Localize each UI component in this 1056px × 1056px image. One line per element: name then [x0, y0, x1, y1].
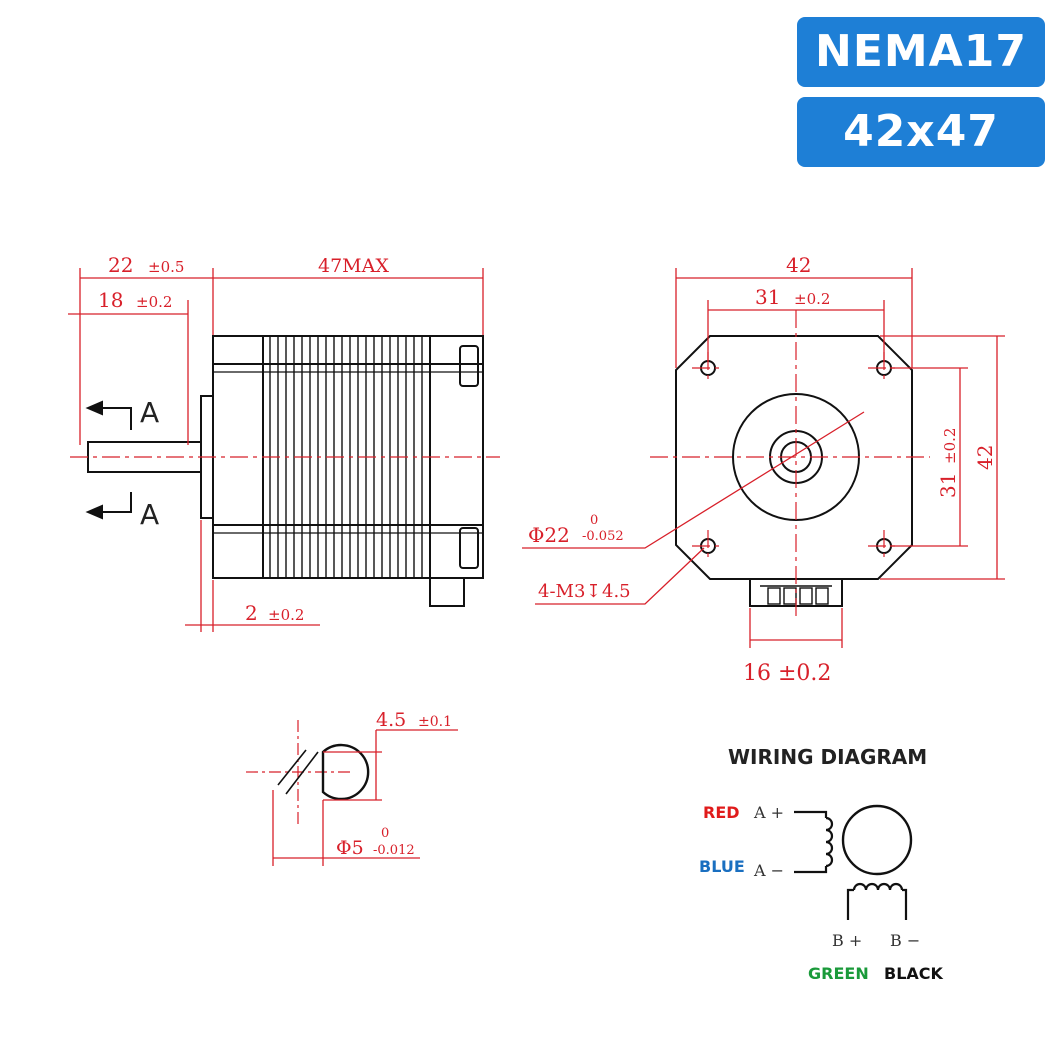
dim-boss-diameter: Φ22 — [528, 523, 570, 547]
dim-flat-length-tol: ±0.2 — [136, 293, 172, 311]
dim-boss-tol-lower: -0.052 — [582, 529, 624, 544]
terminal-a-plus: A + — [753, 803, 784, 822]
dim-hole-depth-symbol: ↧ — [586, 581, 601, 602]
dim-boss-depth-tol: ±0.2 — [268, 606, 304, 624]
side-view — [87, 335, 484, 607]
front-centerlines — [650, 310, 930, 620]
model-badge: NEMA17 — [797, 17, 1045, 87]
wire-label-blue: BLUE — [699, 857, 745, 876]
front-flange — [675, 335, 913, 580]
dim-width: 42 — [786, 253, 811, 277]
section-label-top: A — [140, 396, 159, 429]
screw-bottom — [459, 527, 479, 569]
dim-shaft-tol-upper: 0 — [381, 826, 389, 841]
wiring-diagram: WIRING DIAGRAM A + A − B + B − RED BLUE … — [699, 745, 944, 983]
size-badge: 42x47 — [797, 97, 1045, 167]
wire-label-green: GREEN — [808, 964, 869, 983]
front-view — [675, 335, 913, 607]
dim-boss-depth: 2 — [245, 601, 258, 625]
shaft-section-view — [246, 720, 458, 866]
dim-flat-length: 18 — [98, 288, 123, 312]
side-dimension-lines — [68, 268, 484, 632]
section-arrows — [85, 400, 132, 520]
dim-hole-depth: 4.5 — [602, 581, 631, 602]
wire-label-black: BLACK — [884, 964, 944, 983]
dim-height: 42 — [973, 445, 997, 470]
wire-label-red: RED — [703, 803, 740, 822]
dim-connector-width: 16 ±0.2 — [743, 661, 831, 686]
dim-hole-spacing-x-tol: ±0.2 — [794, 290, 830, 308]
rotor-circle — [841, 804, 913, 876]
dim-shaft-flat: 4.5 — [376, 709, 406, 731]
terminal-b-plus: B + — [832, 931, 862, 950]
dim-boss-tol-upper: 0 — [590, 513, 598, 528]
connector-side — [429, 577, 465, 607]
wiring-title: WIRING DIAGRAM — [728, 745, 927, 769]
dim-holes: 4-M3 — [538, 581, 585, 602]
coil-a — [794, 810, 834, 874]
terminal-a-minus: A − — [753, 861, 784, 880]
dim-shaft-tol-lower: -0.012 — [373, 843, 415, 858]
dim-shaft-length: 22 — [108, 253, 133, 277]
front-dimension-lines — [522, 268, 1005, 648]
dim-hole-spacing-y: 31 — [936, 473, 960, 498]
dim-hole-spacing-x: 31 — [755, 285, 780, 309]
dim-shaft-diameter: Φ5 — [336, 837, 364, 859]
coil-b — [846, 882, 908, 920]
dim-hole-spacing-y-tol: ±0.2 — [941, 428, 959, 464]
shaft-cross-section — [321, 743, 370, 801]
dim-shaft-length-tol: ±0.5 — [148, 258, 184, 276]
screw-top — [459, 345, 479, 387]
section-label-bottom: A — [140, 498, 159, 531]
dim-shaft-flat-tol: ±0.1 — [418, 714, 452, 730]
dim-body-length: 47MAX — [318, 255, 389, 277]
terminal-b-minus: B − — [890, 931, 920, 950]
